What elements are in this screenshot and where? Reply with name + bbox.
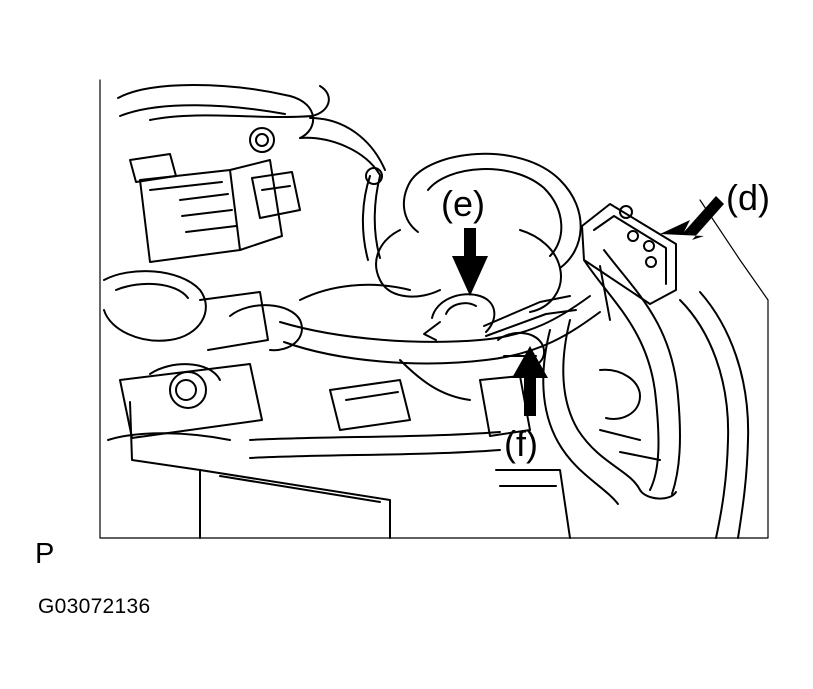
lower-left-connectors — [103, 270, 303, 471]
figure-id: G03072136 — [38, 595, 151, 618]
arrow-d-icon — [660, 196, 724, 240]
callout-d-label: (d) — [726, 177, 770, 218]
hose-connector-d — [581, 203, 677, 321]
upper-left-hoses — [117, 84, 386, 176]
lower-middle-components — [329, 359, 661, 539]
callout-f-label: (f) — [504, 423, 538, 464]
solid-arrow-icon — [452, 196, 724, 416]
view-letter: P — [35, 538, 55, 570]
arrow-e-icon — [452, 228, 488, 296]
arrow-f-icon — [512, 346, 548, 416]
right-vertical-hoses — [542, 249, 750, 539]
left-sensor-block — [129, 153, 301, 263]
hose-clamp-e — [423, 293, 577, 341]
center-hose-loop — [361, 152, 582, 313]
bottom-box — [199, 469, 391, 539]
callout-e-label: (e) — [441, 183, 485, 224]
central-hose — [249, 283, 601, 459]
illustration-boundary — [99, 79, 769, 539]
